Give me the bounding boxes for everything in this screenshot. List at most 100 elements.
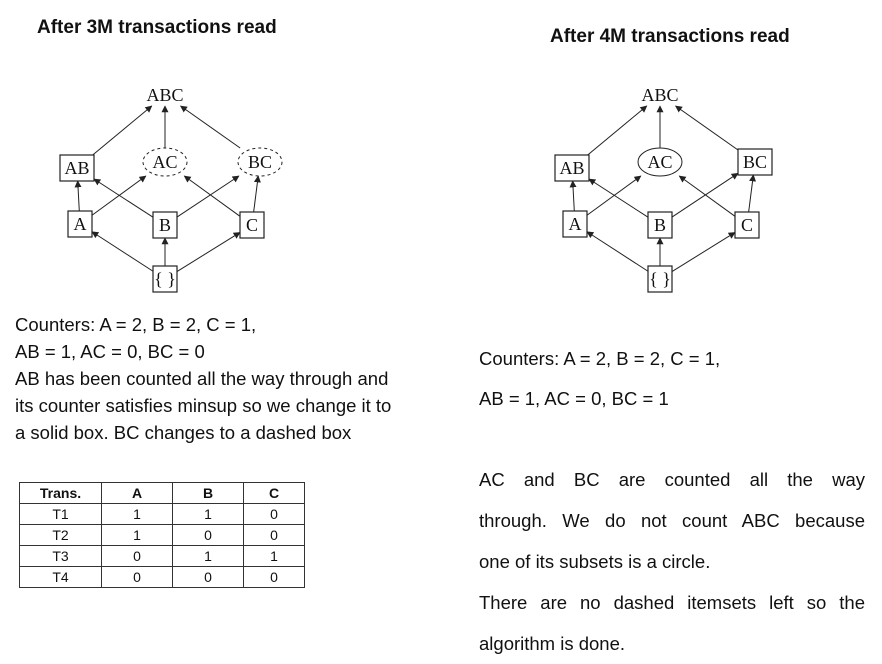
edge-empty-to-C bbox=[671, 232, 736, 272]
edge-AB-to-ABC bbox=[587, 105, 648, 156]
edge-BC-to-ABC bbox=[180, 105, 241, 149]
node-label: B bbox=[159, 215, 171, 235]
node-a: A bbox=[562, 210, 588, 238]
node-a: A bbox=[67, 210, 93, 238]
table-cell: 0 bbox=[243, 503, 305, 525]
node-label: { } bbox=[649, 269, 671, 289]
table-cell: 0 bbox=[243, 566, 305, 588]
table-row: T4 0 0 0 bbox=[19, 566, 305, 588]
table-header-cell: A bbox=[101, 482, 173, 504]
table-header-cell: B bbox=[172, 482, 244, 504]
node-abc: ABC bbox=[641, 85, 678, 105]
table-cell: T4 bbox=[19, 566, 102, 588]
edge-empty-to-A bbox=[586, 231, 649, 272]
node-c: C bbox=[239, 211, 265, 239]
table-cell: 1 bbox=[101, 503, 173, 525]
right-heading: After 4M transactions read bbox=[550, 26, 790, 47]
node-bc: BC bbox=[237, 147, 283, 177]
edge-C-to-AC bbox=[678, 175, 736, 217]
node-shape bbox=[647, 265, 673, 293]
node-shape bbox=[237, 147, 283, 177]
node-bc: BC bbox=[737, 148, 773, 176]
table-header-row: Trans. A B C bbox=[19, 482, 305, 504]
transactions-table: Trans. A B C T1 1 1 0 T2 1 0 0 T3 0 1 1 … bbox=[19, 482, 305, 588]
right-text-line-2: through. We do not count ABC because bbox=[479, 510, 865, 531]
right-counters-line-1: Counters: A = 2, B = 2, C = 1, bbox=[479, 348, 721, 369]
edge-C-to-BC bbox=[253, 175, 261, 213]
right-counters-line-2: AB = 1, AC = 0, BC = 1 bbox=[479, 388, 669, 409]
node-b: B bbox=[647, 211, 673, 239]
node-label: BC bbox=[248, 152, 272, 172]
table-cell: 1 bbox=[243, 545, 305, 567]
node-label: AC bbox=[152, 152, 177, 172]
node-shape bbox=[59, 154, 95, 182]
node-label: B bbox=[654, 215, 666, 235]
node-shape bbox=[734, 211, 760, 239]
node-label: A bbox=[569, 214, 582, 234]
left-counters-line-2: AB = 1, AC = 0, BC = 0 bbox=[15, 341, 205, 362]
node-label: AC bbox=[647, 152, 672, 172]
edge-empty-to-A bbox=[91, 231, 154, 272]
edge-AB-to-ABC bbox=[92, 105, 153, 156]
node-ab: AB bbox=[554, 154, 590, 182]
edge-A-to-AB bbox=[569, 180, 577, 212]
right-text-line-3: one of its subsets is a circle. bbox=[479, 551, 711, 572]
node-shape bbox=[152, 265, 178, 293]
node-empty: { } bbox=[152, 265, 178, 293]
table-header-cell: Trans. bbox=[19, 482, 102, 504]
right-text-line-5: algorithm is done. bbox=[479, 633, 626, 654]
table-row: T3 0 1 1 bbox=[19, 545, 305, 567]
table-cell: 1 bbox=[172, 503, 244, 525]
edge-empty-to-C bbox=[176, 232, 241, 272]
right-explanation: AC and BC are counted all the way throug… bbox=[479, 459, 865, 664]
left-heading: After 3M transactions read bbox=[37, 17, 277, 38]
node-b: B bbox=[152, 211, 178, 239]
table-header-cell: C bbox=[243, 482, 305, 504]
node-shape bbox=[562, 210, 588, 238]
table-cell: 0 bbox=[172, 566, 244, 588]
edge-BC-to-ABC bbox=[675, 105, 739, 151]
edge-B-to-BC bbox=[176, 175, 240, 218]
right-text-line-4: There are no dashed itemsets left so the bbox=[479, 592, 865, 613]
table-cell: 0 bbox=[101, 545, 173, 567]
table-cell: 1 bbox=[101, 524, 173, 546]
node-shape bbox=[142, 147, 188, 177]
node-shape bbox=[737, 148, 773, 176]
left-explanation: Counters: A = 2, B = 2, C = 1, AB = 1, A… bbox=[15, 311, 455, 446]
table-cell: T1 bbox=[19, 503, 102, 525]
node-shape bbox=[647, 211, 673, 239]
node-ac: AC bbox=[142, 147, 188, 177]
node-shape bbox=[67, 210, 93, 238]
edge-A-to-AB bbox=[74, 180, 82, 212]
left-explain-line-2: its counter satisfies minsup so we chang… bbox=[15, 395, 392, 416]
left-explain-line-1: AB has been counted all the way through … bbox=[15, 368, 389, 389]
table-cell: 0 bbox=[243, 524, 305, 546]
node-label: AB bbox=[559, 158, 584, 178]
node-shape bbox=[152, 211, 178, 239]
edge-C-to-BC bbox=[748, 174, 757, 213]
node-shape bbox=[239, 211, 265, 239]
table-row: T2 1 0 0 bbox=[19, 524, 305, 546]
right-text-line-1: AC and BC are counted all the way bbox=[479, 469, 865, 490]
node-label: ABC bbox=[146, 85, 183, 105]
edge-C-to-AC bbox=[183, 175, 241, 217]
node-shape bbox=[637, 147, 683, 177]
node-label: C bbox=[246, 215, 258, 235]
node-label: { } bbox=[154, 269, 176, 289]
node-label: ABC bbox=[641, 85, 678, 105]
node-shape bbox=[554, 154, 590, 182]
edge-B-to-AB bbox=[93, 178, 154, 218]
edge-B-to-AB bbox=[588, 178, 649, 218]
table-cell: 0 bbox=[172, 524, 244, 546]
left-counters-line-1: Counters: A = 2, B = 2, C = 1, bbox=[15, 314, 257, 335]
node-label: A bbox=[74, 214, 87, 234]
node-label: AB bbox=[64, 158, 89, 178]
right-counters: Counters: A = 2, B = 2, C = 1, AB = 1, A… bbox=[479, 339, 879, 419]
node-label: BC bbox=[743, 152, 767, 172]
table-cell: 1 bbox=[172, 545, 244, 567]
node-ab: AB bbox=[59, 154, 95, 182]
table-row: T1 1 1 0 bbox=[19, 503, 305, 525]
node-ac: AC bbox=[637, 147, 683, 177]
